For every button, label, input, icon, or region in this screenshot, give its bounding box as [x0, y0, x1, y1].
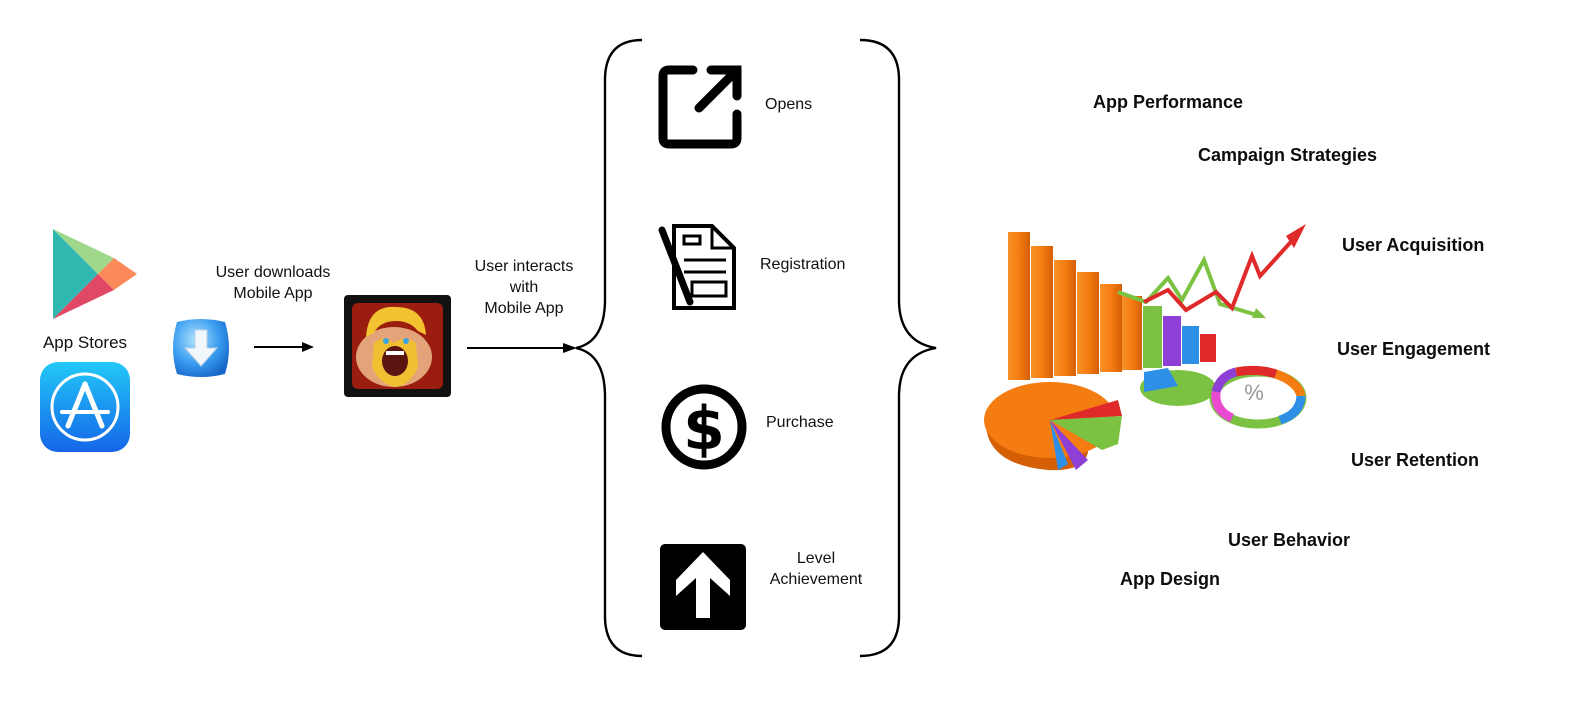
event-opens-label: Opens — [765, 96, 813, 113]
event-level-achievement: Level Achievement — [660, 544, 900, 634]
arrow-up-box-icon — [660, 544, 746, 630]
app-stores-label: App Stores — [42, 333, 128, 352]
event-purchase: $ Purchase — [660, 383, 900, 473]
registration-form-icon — [658, 222, 742, 314]
svg-text:%: % — [1244, 380, 1264, 405]
event-level-line1: Level — [796, 550, 836, 567]
metric-user-behavior: User Behavior — [1228, 530, 1351, 550]
svg-text:$: $ — [683, 394, 725, 464]
event-registration-label: Registration — [760, 256, 846, 273]
user-downloads-label: User downloads Mobile App — [196, 262, 350, 304]
google-play-icon — [50, 226, 140, 322]
user-interacts-label: User interacts with Mobile App — [455, 256, 593, 319]
bar-group — [1008, 232, 1216, 380]
event-purchase-label: Purchase — [766, 414, 834, 431]
user-interacts-line1: User interacts — [474, 258, 574, 275]
event-level-achievement-label: Level Achievement — [758, 548, 874, 590]
user-interacts-line3: Mobile App — [484, 300, 564, 317]
analytics-charts-illustration: % — [968, 220, 1318, 480]
apple-app-store-icon — [40, 362, 130, 452]
user-downloads-line1: User downloads — [215, 264, 331, 281]
percent-ring: % — [1209, 365, 1307, 429]
mobile-game-app-icon — [344, 295, 451, 397]
left-brace — [570, 38, 650, 660]
small-pie — [1140, 368, 1216, 406]
big-pie — [984, 382, 1122, 471]
arrow-to-app — [254, 340, 316, 354]
event-opens: Opens — [655, 62, 895, 152]
event-registration: Registration — [658, 222, 898, 316]
red-trend-line — [1143, 232, 1300, 313]
user-interacts-line2: with — [509, 279, 539, 296]
event-level-line2: Achievement — [769, 571, 863, 588]
metric-app-performance: App Performance — [1093, 92, 1244, 112]
metric-app-design: App Design — [1120, 569, 1221, 589]
download-icon — [167, 314, 235, 382]
arrow-to-events — [467, 341, 583, 355]
dollar-coin-icon: $ — [660, 383, 748, 471]
metric-user-acquisition: User Acquisition — [1342, 235, 1485, 255]
metric-user-engagement: User Engagement — [1337, 339, 1491, 359]
user-downloads-line2: Mobile App — [233, 285, 313, 302]
metric-campaign-strategies: Campaign Strategies — [1198, 145, 1378, 165]
external-open-icon — [655, 62, 747, 152]
metric-user-retention: User Retention — [1351, 450, 1480, 470]
right-brace — [856, 38, 940, 660]
